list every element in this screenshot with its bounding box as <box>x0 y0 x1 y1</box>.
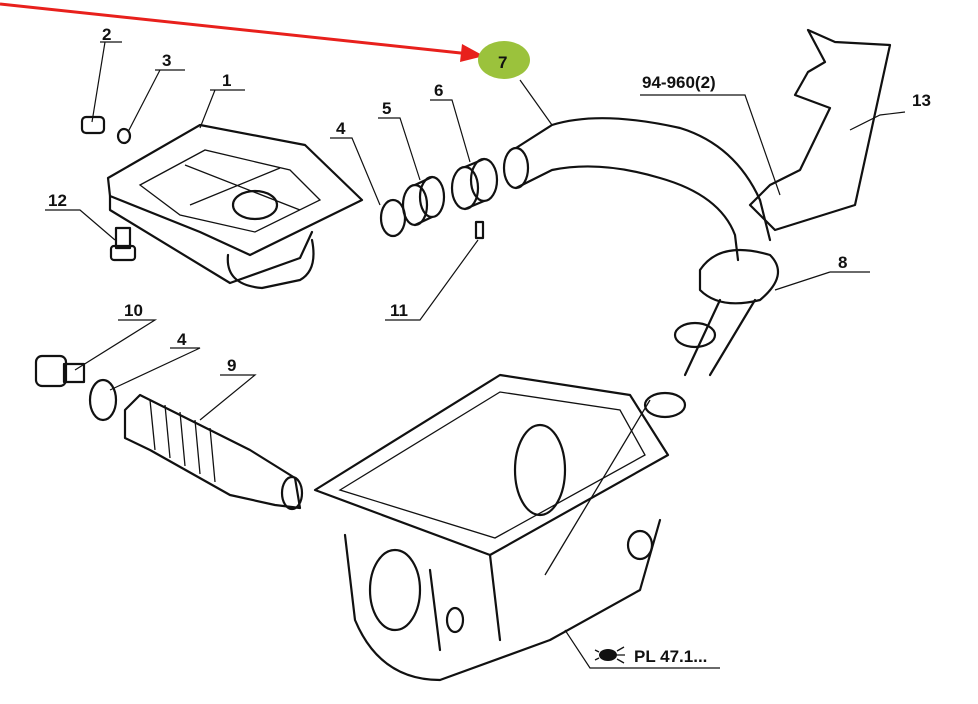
callout-3[interactable]: 3 <box>162 51 171 70</box>
reference-text: PL 47.1... <box>634 647 707 666</box>
callout-12[interactable]: 12 <box>48 191 67 210</box>
callout-8[interactable]: 8 <box>838 253 847 272</box>
callout-2[interactable]: 2 <box>102 25 111 44</box>
callout-5[interactable]: 5 <box>382 99 391 118</box>
callout-10[interactable]: 10 <box>124 301 143 320</box>
callout-11[interactable]: 11 <box>390 301 408 320</box>
callout-9[interactable]: 9 <box>227 356 236 375</box>
part-spring-valve-9 <box>123 393 304 511</box>
part-bushing-5 <box>401 175 446 227</box>
part-pipe-7 <box>502 117 772 262</box>
red-arrow-pointer <box>0 2 484 62</box>
part-washer-3 <box>116 127 132 145</box>
callout-4[interactable]: 4 <box>336 119 346 138</box>
part-flange-8 <box>643 248 780 419</box>
callout-6[interactable]: 6 <box>434 81 443 100</box>
callout-4b[interactable]: 4 <box>177 330 187 349</box>
highlight-marker <box>478 41 530 79</box>
part-cover-plate <box>106 123 364 290</box>
callout-7[interactable]: 7 <box>498 53 507 72</box>
reference-link[interactable]: PL 47.1... <box>594 646 707 666</box>
leader-lines <box>45 41 906 669</box>
part-plug-10 <box>34 354 86 388</box>
part-pin-11 <box>474 220 485 240</box>
part-bushing-6 <box>450 157 499 211</box>
part-bolt-12 <box>109 226 137 262</box>
callout-1[interactable]: 1 <box>222 71 231 90</box>
part-oring-4b <box>88 378 118 422</box>
part-housing <box>313 373 670 682</box>
part-oring-4 <box>379 198 407 238</box>
callout-94-960[interactable]: 94-960(2) <box>642 73 716 92</box>
callout-13[interactable]: 13 <box>912 91 931 110</box>
part-bracket-13 <box>748 28 892 232</box>
bug-icon <box>594 646 625 664</box>
